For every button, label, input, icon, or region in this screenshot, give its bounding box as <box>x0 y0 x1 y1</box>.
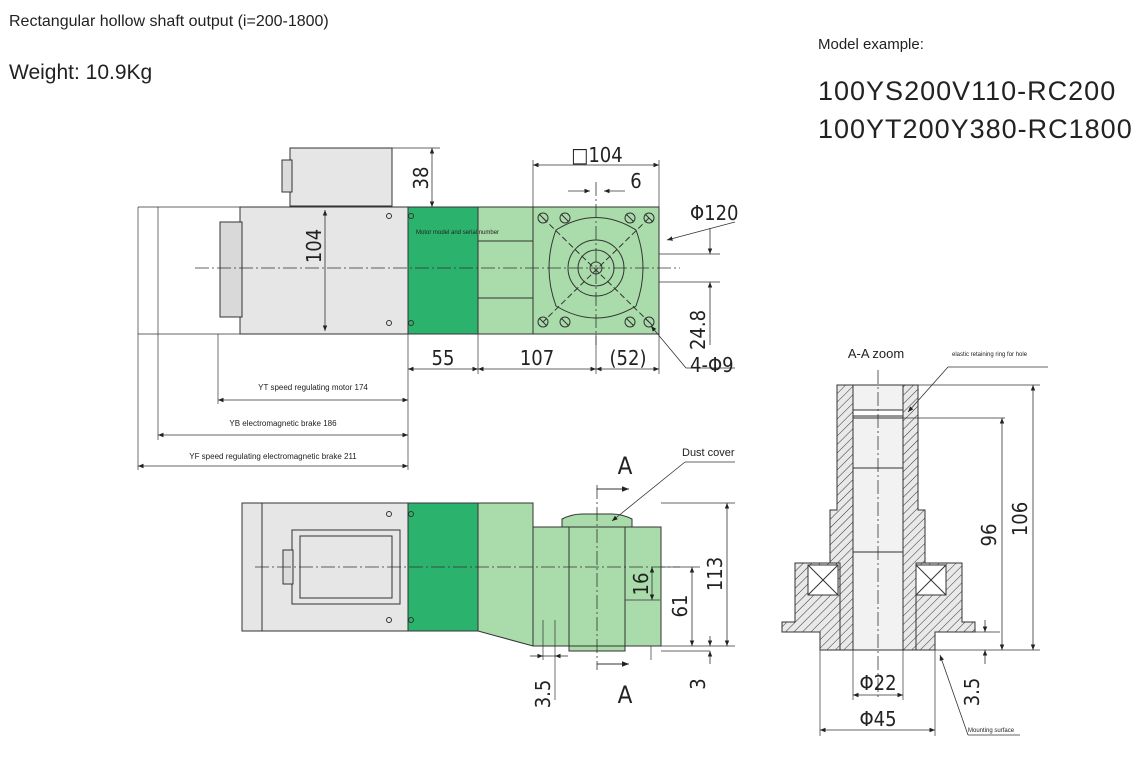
dim-96: 96 <box>977 524 1001 547</box>
dim-55: 55 <box>432 346 455 370</box>
motor-end-cap <box>219 221 243 318</box>
dim-106: 106 <box>1008 502 1032 536</box>
length-yt: YT speed regulating motor 174 <box>258 383 368 392</box>
adapter-dark <box>407 206 479 335</box>
model-example-label: Model example: <box>818 36 924 53</box>
dim-24-8: 24.8 <box>686 310 710 350</box>
section-title: A-A zoom <box>848 346 904 361</box>
dim-61: 61 <box>668 595 692 618</box>
model-example-1: 100YS200V110-RC200 <box>818 76 1117 106</box>
dim-dia-22: Φ22 <box>859 671 896 695</box>
motor-terminal-box <box>289 147 393 207</box>
length-yf: YF speed regulating electromagnetic brak… <box>189 452 357 461</box>
dim-3-5-section: 3.5 <box>960 678 984 707</box>
mounting-surface-label: Mounting surface <box>968 728 1015 734</box>
dim-dia-45: Φ45 <box>859 707 896 731</box>
dim-113: 113 <box>703 557 727 591</box>
dim-104-height: 104 <box>302 229 326 263</box>
terminal-cable-gland <box>281 159 293 193</box>
dim-dia-120: Φ120 <box>690 201 739 225</box>
motor-body <box>239 206 409 335</box>
top-view <box>137 147 736 470</box>
dust-cover-label: Dust cover <box>682 447 735 459</box>
section-mark-top: A <box>618 452 633 480</box>
nameplate-label: Motor model and serial number <box>416 230 499 236</box>
gearbox-body <box>477 206 534 335</box>
dim-3-side: 3 <box>686 678 710 689</box>
section-mark-bottom: A <box>618 681 633 709</box>
dim-6: 6 <box>630 169 641 193</box>
dim-107: 107 <box>520 346 554 370</box>
weight-label: Weight: 10.9Kg <box>9 61 153 84</box>
dim-38: 38 <box>409 167 433 190</box>
side-view <box>241 461 735 700</box>
dim-square-104: □104 <box>571 143 622 167</box>
section-view <box>781 366 1048 736</box>
dim-4-holes: 4-Φ9 <box>690 353 734 377</box>
page-title: Rectangular hollow shaft output (i=200-1… <box>9 13 329 30</box>
dim-3-5-side: 3.5 <box>531 680 555 709</box>
retaining-ring-label: elastic retaining ring for hole <box>952 352 1028 358</box>
dim-16: 16 <box>629 573 653 596</box>
dim-52: (52) <box>610 346 647 370</box>
model-example-2: 100YT200Y380-RC1800 <box>818 114 1132 144</box>
length-yb: YB electromagnetic brake 186 <box>229 419 337 428</box>
